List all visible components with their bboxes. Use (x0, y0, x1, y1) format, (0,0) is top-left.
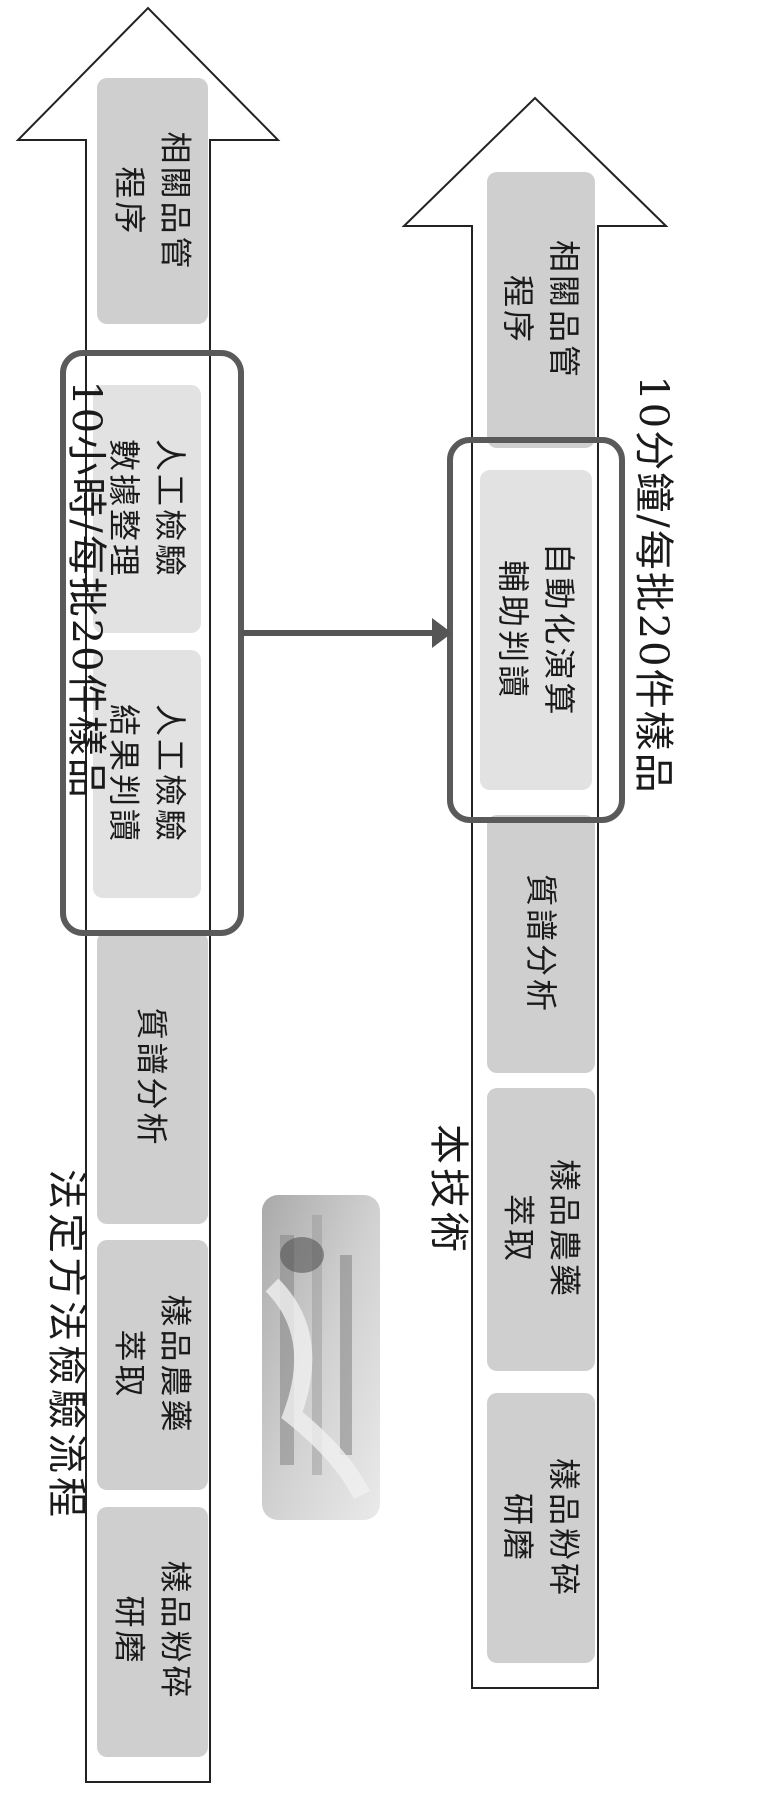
new-step-box-4 (480, 470, 592, 790)
legal-step-box-2 (97, 1240, 208, 1490)
new-step-1-text: 樣品粉碎研磨 (499, 1457, 583, 1598)
legal-step-5-text: 人工檢驗數據整理 (105, 438, 189, 579)
new-step-2-text: 樣品農藥萃取 (499, 1158, 584, 1299)
legal-step-box-3 (97, 932, 208, 1224)
legal-step-box-6 (97, 78, 208, 324)
legal-highlight-frame (60, 350, 244, 936)
new-flow-title: 本技術 (425, 1124, 471, 1256)
new-step-5-text: 相關品管程序 (499, 239, 583, 380)
legal-step-3-text: 質譜分析 (133, 1007, 171, 1148)
legal-flow-title: 法定方法檢驗流程 (43, 1169, 89, 1521)
new-step-4-text: 自動化演算輔助判讀 (494, 542, 578, 718)
connector-arrowhead (432, 618, 452, 648)
legal-step-1-text: 樣品粉碎研磨 (111, 1560, 195, 1701)
lab-photo (262, 1195, 380, 1520)
legal-step-box-4 (93, 650, 201, 898)
new-time-label: 10分鐘/每批20件樣品 (630, 375, 676, 795)
new-step-box-1 (487, 1393, 595, 1663)
legal-step-box-1 (97, 1507, 208, 1757)
legal-step-6-text: 相關品管程序 (111, 131, 195, 272)
legal-step-2-text: 樣品農藥萃取 (111, 1294, 195, 1435)
legal-step-box-5 (93, 385, 201, 633)
new-step-box-3 (487, 815, 595, 1073)
decorative-smudge (0, 0, 60, 210)
new-highlight-frame (447, 437, 625, 823)
new-step-box-5 (487, 172, 595, 448)
new-step-box-2 (487, 1088, 595, 1371)
new-step-3-text: 質譜分析 (522, 873, 560, 1014)
legal-step-4-text: 人工檢驗結果判讀 (105, 703, 189, 844)
